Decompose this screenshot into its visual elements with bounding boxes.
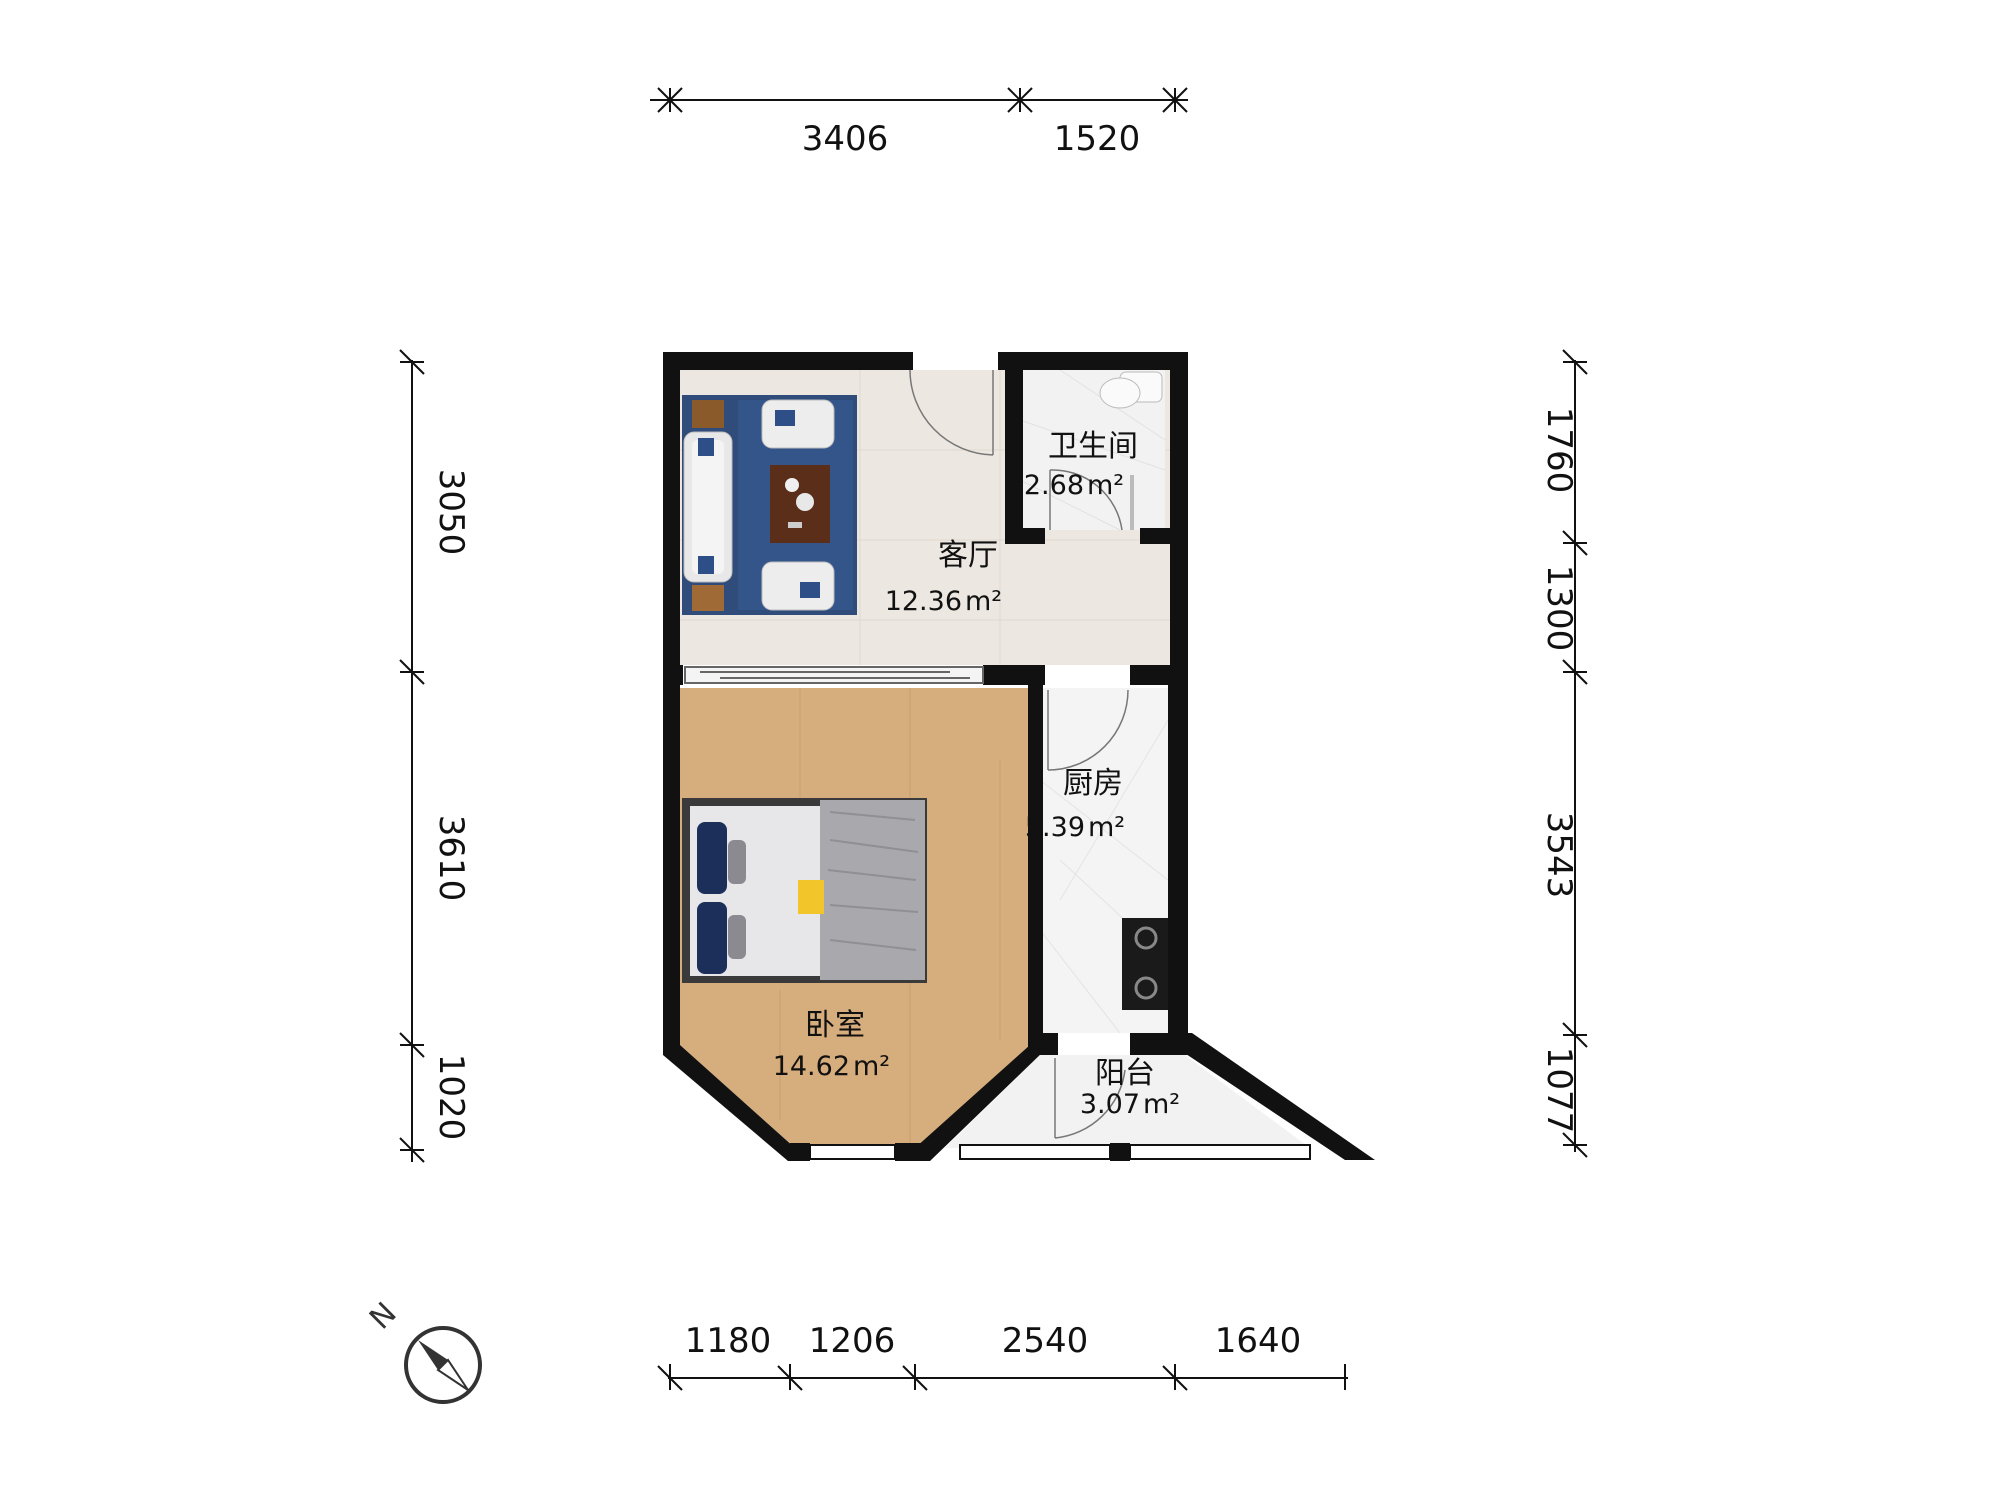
left-dimensions — [399, 349, 425, 1163]
bedroom-angled-wall-right — [915, 1045, 1045, 1161]
bedroom-name: 卧室 — [805, 1008, 865, 1043]
left-dim-3: 1020 — [431, 1054, 471, 1141]
bathroom-area: 2.68 — [1024, 470, 1084, 501]
bottom-dim-2: 1206 — [809, 1321, 896, 1361]
armchair-top — [761, 399, 835, 449]
balcony-floor — [945, 1055, 1310, 1148]
coffee-table — [770, 465, 830, 543]
stove — [1122, 918, 1170, 1010]
bottom-dim-1: 1180 — [685, 1321, 772, 1361]
armchair-bottom — [761, 561, 835, 611]
top-dim-1: 3406 — [802, 119, 889, 159]
right-dim-2: 1300 — [1539, 565, 1579, 652]
top-dim-2: 1520 — [1054, 119, 1141, 159]
sliding-door — [684, 666, 984, 684]
sofa — [683, 431, 733, 583]
kitchen-area: 5.39 — [1025, 812, 1085, 843]
walls — [663, 352, 1188, 1161]
toilet — [1099, 371, 1163, 409]
living-room-name: 客厅 — [938, 538, 998, 573]
side-table-bottom — [692, 585, 724, 611]
bottom-dim-4: 1640 — [1215, 1321, 1302, 1361]
bathroom-name: 卫生间 — [1048, 429, 1138, 464]
balcony-unit: m² — [1143, 1089, 1180, 1120]
bed — [682, 798, 927, 983]
top-dimensions — [650, 87, 1188, 113]
bedroom-area: 14.62 — [773, 1051, 850, 1082]
right-dim-4: 1077 — [1539, 1047, 1579, 1134]
kitchen-unit: m² — [1088, 812, 1125, 843]
bathroom-unit: m² — [1087, 470, 1124, 501]
right-dimensions — [1562, 349, 1588, 1158]
compass-north-label: N — [363, 1296, 404, 1337]
left-dim-1: 3050 — [431, 469, 471, 556]
balcony-name: 阳台 — [1095, 1056, 1155, 1091]
living-room-unit: m² — [965, 586, 1002, 617]
bottom-dim-3: 2540 — [1002, 1321, 1089, 1361]
bedroom-unit: m² — [853, 1051, 890, 1082]
right-dim-3: 3543 — [1539, 812, 1579, 899]
kitchen-name: 厨房 — [1063, 766, 1123, 801]
bottom-dimensions — [657, 1364, 1348, 1391]
balcony-door — [1054, 1058, 1126, 1139]
right-dim-1: 1760 — [1539, 407, 1579, 494]
entrance-door — [909, 369, 994, 456]
bath-partition — [1130, 475, 1134, 530]
balcony-angled-wall — [1180, 1033, 1375, 1160]
compass-icon — [404, 1326, 482, 1404]
balcony-area: 3.07 — [1080, 1089, 1140, 1120]
windows — [809, 1144, 1311, 1160]
bathroom-door — [1049, 469, 1123, 531]
living-room-area: 12.36 — [885, 586, 962, 617]
kitchen-door — [1047, 689, 1129, 771]
bedroom-angled-wall-left — [663, 1045, 795, 1161]
side-table-top — [692, 400, 724, 428]
left-dim-2: 3610 — [431, 815, 471, 902]
